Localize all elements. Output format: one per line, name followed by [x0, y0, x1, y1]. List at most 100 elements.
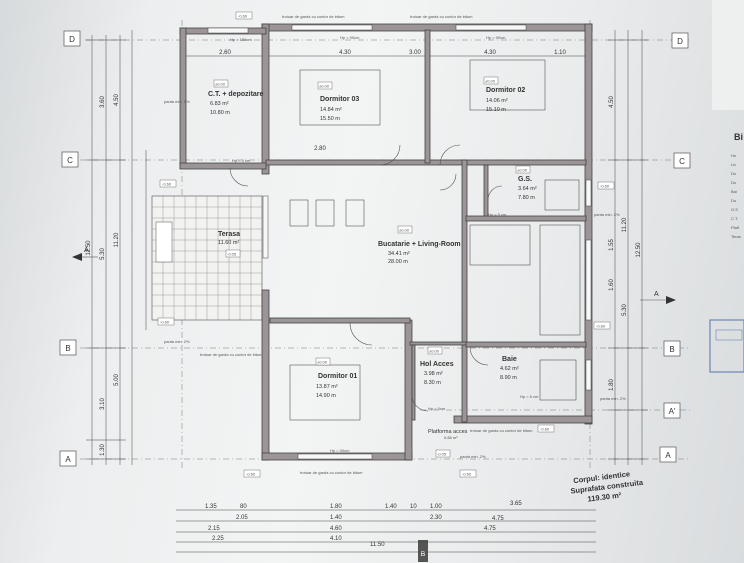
section-marker-bottom: B: [418, 540, 428, 562]
svg-text:119.30 m²: 119.30 m²: [587, 490, 622, 503]
axis-bubble-c-left: C: [61, 151, 79, 168]
axis-bubble-d-right: D: [671, 32, 689, 49]
svg-text:A: A: [65, 455, 71, 464]
room-label-gs: G.S. 3.64 m² 7.80 m ±0.00: [515, 165, 537, 201]
svg-text:12.50: 12.50: [636, 242, 642, 258]
svg-text:11.50: 11.50: [370, 542, 385, 548]
axis-bubble-c-right: C: [673, 152, 691, 169]
svg-text:A: A: [84, 247, 89, 254]
room-label-d02: Dormitor 02 14.06 m² 15.10 m ±0.00: [483, 76, 525, 113]
svg-text:D: D: [677, 37, 683, 46]
svg-text:panta min. 2%: panta min. 2%: [594, 212, 620, 217]
svg-text:Dormitor 02: Dormitor 02: [486, 87, 525, 94]
svg-text:3.98 m²: 3.98 m²: [424, 371, 443, 377]
room-label-platforma: Platforma acces 0.88 m² -0.05: [428, 429, 468, 458]
svg-text:B: B: [65, 344, 70, 353]
svg-text:-0.60: -0.60: [596, 324, 606, 329]
svg-text:1.10: 1.10: [554, 50, 566, 56]
svg-text:C: C: [67, 156, 73, 165]
svg-text:Do: Do: [731, 198, 737, 203]
svg-text:trotuar de garda cu contor de: trotuar de garda cu contor de bitum: [300, 470, 363, 475]
svg-text:12.50: 12.50: [86, 240, 92, 256]
svg-text:-0.60: -0.60: [540, 427, 550, 432]
svg-text:Ho: Ho: [731, 153, 737, 158]
svg-text:C.T. + depozitare: C.T. + depozitare: [208, 91, 264, 98]
svg-text:4.10: 4.10: [330, 536, 342, 542]
axis-bubble-a-left: A: [59, 450, 77, 467]
svg-text:panta min. 2%: panta min. 2%: [164, 99, 190, 104]
svg-text:13.87 m²: 13.87 m²: [316, 384, 338, 390]
svg-text:Liv: Liv: [731, 162, 736, 167]
svg-text:4.75: 4.75: [492, 516, 504, 522]
svg-text:5.00: 5.00: [114, 374, 120, 386]
svg-text:2.60: 2.60: [219, 50, 231, 56]
svg-text:D: D: [69, 35, 75, 44]
svg-text:trotuar de garda cu contor de: trotuar de garda cu contor de bitum: [200, 352, 263, 357]
svg-text:Platforma acces: Platforma acces: [428, 429, 468, 435]
svg-text:±0.00: ±0.00: [317, 360, 328, 365]
svg-text:-0.60: -0.60: [246, 472, 256, 477]
svg-text:4.50: 4.50: [114, 94, 120, 106]
bottom-dimensions: 1.35 80 1.80 1.40 10 1.00 3.65 2.05 1.40…: [176, 501, 596, 553]
svg-text:Hol Acces: Hol Acces: [420, 361, 454, 368]
svg-text:5.30: 5.30: [100, 248, 106, 260]
room-label-d03: Dormitor 03 14.84 m² 15.50 m ±0.00: [317, 81, 359, 122]
svg-text:4.62 m²: 4.62 m²: [500, 366, 519, 372]
svg-text:4.60: 4.60: [330, 526, 342, 532]
room-label-living: Bucatarie + Living-Room 34.41 m² 28.00 m…: [378, 225, 461, 265]
svg-text:80: 80: [240, 504, 247, 510]
svg-text:4.30: 4.30: [339, 50, 351, 56]
svg-text:2.30: 2.30: [430, 515, 442, 521]
svg-text:8.90 m: 8.90 m: [500, 375, 517, 381]
svg-text:2.15: 2.15: [208, 526, 220, 532]
svg-text:-0.60: -0.60: [162, 182, 172, 187]
svg-text:C: C: [679, 157, 685, 166]
axis-bubble-a-right: A: [659, 446, 677, 463]
terrace-tiles: [151, 195, 263, 321]
svg-text:4.30: 4.30: [484, 50, 496, 56]
axis-bubble-d-left: D: [63, 30, 81, 47]
svg-text:1.00: 1.00: [430, 504, 442, 510]
axis-bubble-a2-right: A': [663, 402, 681, 419]
svg-text:1.80: 1.80: [330, 504, 342, 510]
svg-text:A': A': [669, 407, 676, 416]
svg-text:Teras: Teras: [731, 234, 741, 239]
svg-text:Dormitor 03: Dormitor 03: [320, 96, 359, 103]
section-marker-left: A: [72, 247, 98, 261]
svg-text:Do: Do: [731, 171, 737, 176]
svg-text:G.S: G.S: [731, 207, 738, 212]
svg-text:28.00 m: 28.00 m: [388, 259, 408, 265]
svg-text:3.10: 3.10: [100, 398, 106, 410]
svg-text:Platf: Platf: [731, 225, 740, 230]
svg-text:-0.05: -0.05: [227, 252, 237, 257]
svg-text:15.10 m: 15.10 m: [486, 107, 506, 113]
trotuar-labels: trotuar de garda cu contor de bitum trot…: [200, 14, 533, 475]
svg-text:Bai: Bai: [731, 189, 737, 194]
svg-text:A: A: [654, 291, 659, 298]
svg-text:8.30 m: 8.30 m: [424, 380, 441, 386]
svg-text:Hp = 5 cm: Hp = 5 cm: [520, 394, 539, 399]
svg-text:±0.00: ±0.00: [429, 349, 440, 354]
level-markers: -0.60 -0.60 -0.60 -0.60 -0.60 -0.60 -0.6…: [157, 11, 626, 478]
svg-text:-0.60: -0.60: [462, 472, 472, 477]
svg-text:Terasa: Terasa: [218, 231, 240, 238]
svg-text:6.83 m²: 6.83 m²: [210, 101, 229, 107]
svg-text:-0.05: -0.05: [437, 452, 447, 457]
svg-text:2.25: 2.25: [212, 536, 224, 542]
room-label-baie: Baie 4.62 m² 8.90 m: [500, 356, 519, 381]
svg-text:Hp = 90cm: Hp = 90cm: [330, 448, 350, 453]
room-label-d01: Dormitor 01 13.87 m² 14.90 m ±0.00: [315, 357, 357, 399]
svg-text:Bucatarie + Living-Room: Bucatarie + Living-Room: [378, 241, 461, 248]
svg-text:1.40: 1.40: [330, 515, 342, 521]
svg-text:11.20: 11.20: [622, 217, 628, 232]
svg-text:Hp = 90cm: Hp = 90cm: [340, 35, 360, 40]
svg-text:34.41 m²: 34.41 m²: [388, 251, 410, 257]
svg-text:15.50 m: 15.50 m: [320, 116, 340, 122]
svg-text:2.80: 2.80: [314, 146, 326, 152]
svg-text:1.60: 1.60: [609, 279, 615, 291]
svg-text:panta min. 2%: panta min. 2%: [460, 454, 486, 459]
svg-text:14.84 m²: 14.84 m²: [320, 107, 342, 113]
svg-text:10: 10: [410, 504, 417, 510]
